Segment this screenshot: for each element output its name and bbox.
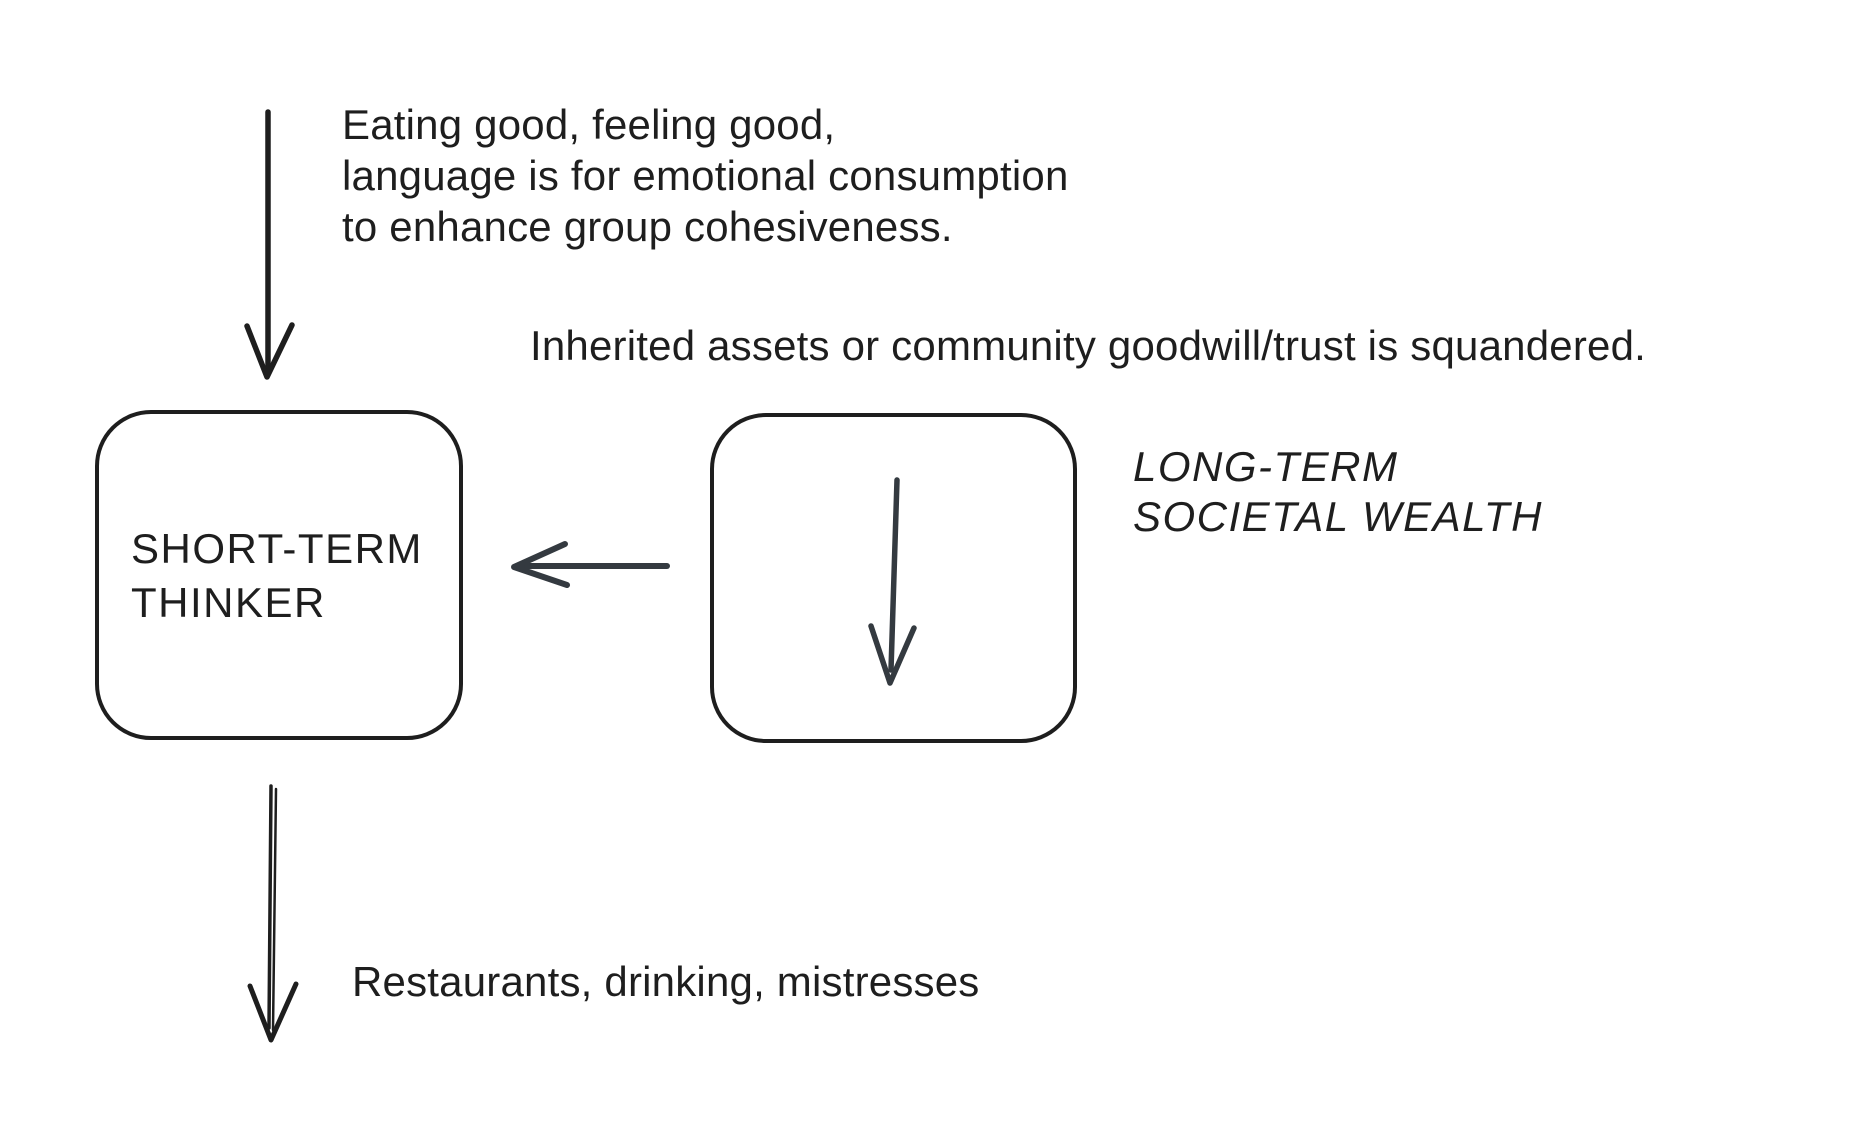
note-line: Eating good, feeling good, (342, 101, 836, 148)
label-line: THINKER (131, 579, 326, 626)
label-line: LONG-TERM (1133, 443, 1399, 490)
note-line: to enhance group cohesiveness. (342, 203, 953, 250)
note-line: Inherited assets or community goodwill/t… (530, 322, 1647, 369)
note-emotional-consumption: Eating good, feeling good, language is f… (342, 99, 1069, 252)
label-line: SHORT-TERM (131, 525, 423, 572)
short-term-thinker-box: SHORT-TERM THINKER (95, 410, 463, 740)
note-squandered: Inherited assets or community goodwill/t… (530, 320, 1646, 371)
societal-wealth-box (710, 413, 1077, 743)
short-term-thinker-label: SHORT-TERM THINKER (131, 522, 423, 630)
note-line: Restaurants, drinking, mistresses (352, 958, 980, 1005)
societal-wealth-label: LONG-TERM SOCIETAL WEALTH (1133, 442, 1543, 542)
left-arrow-icon (511, 541, 670, 588)
label-line: SOCIETAL WEALTH (1133, 493, 1543, 540)
note-line: language is for emotional consumption (342, 152, 1069, 199)
note-spending: Restaurants, drinking, mistresses (352, 956, 980, 1007)
down-arrow-icon (244, 109, 295, 380)
double-down-arrow-icon (247, 784, 299, 1043)
